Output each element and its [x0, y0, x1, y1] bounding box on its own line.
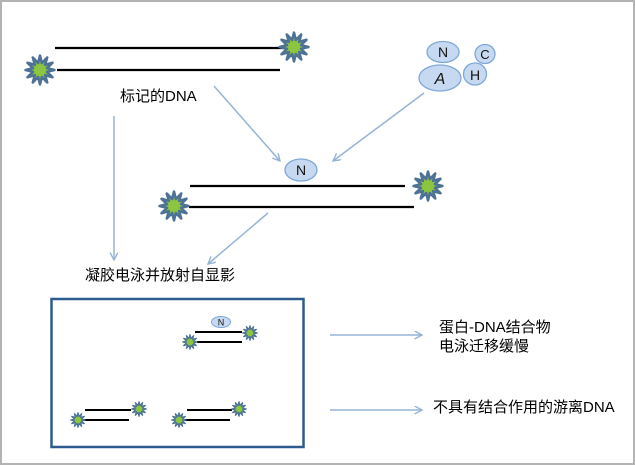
protein-n-ellipse	[426, 40, 460, 64]
radiolabel-starburst-icon	[131, 401, 147, 417]
bound-protein-label: N	[296, 162, 306, 178]
radiolabel-starburst-icon	[278, 31, 310, 63]
gel-band-protein-label: N	[218, 318, 225, 328]
gel-caption: 凝胶电泳并放射自显影	[85, 267, 236, 284]
arrow-protein-to-complex	[333, 92, 425, 161]
radiolabel-starburst-icon	[242, 325, 258, 341]
protein-h-ellipse	[462, 62, 488, 86]
radiolabel-starburst-icon	[70, 412, 86, 428]
gel-band-protein-ellipse	[211, 316, 231, 328]
bound-protein-ellipse	[284, 158, 318, 182]
free-dna-annotation: 不具有结合作用的游离DNA	[433, 399, 615, 416]
protein-c-label: C	[480, 47, 489, 62]
protein-a-ellipse	[418, 64, 462, 92]
radiolabel-starburst-icon	[231, 401, 247, 417]
gel-box	[50, 297, 305, 449]
protein-n-label: N	[438, 44, 448, 60]
arrow-dna-to-complex	[213, 85, 280, 161]
labeled-dna-caption: 标记的DNA	[120, 88, 197, 105]
protein-c-ellipse	[474, 43, 496, 65]
radiolabel-starburst-icon	[24, 54, 56, 86]
shifted-band-annotation-line1: 蛋白-DNA结合物	[439, 319, 551, 336]
shifted-band-annotation: 蛋白-DNA结合物 电泳迁移缓慢	[439, 318, 551, 356]
radiolabel-starburst-icon	[171, 412, 187, 428]
radiolabel-starburst-icon	[158, 190, 190, 222]
radiolabel-starburst-icon	[182, 334, 198, 350]
arrow-complex-to-gel	[208, 212, 269, 264]
protein-a-label: A	[434, 71, 446, 88]
shifted-band-annotation-line2: 电泳迁移缓慢	[439, 338, 530, 355]
radiolabel-starburst-icon	[412, 170, 444, 202]
protein-h-label: H	[470, 67, 480, 83]
